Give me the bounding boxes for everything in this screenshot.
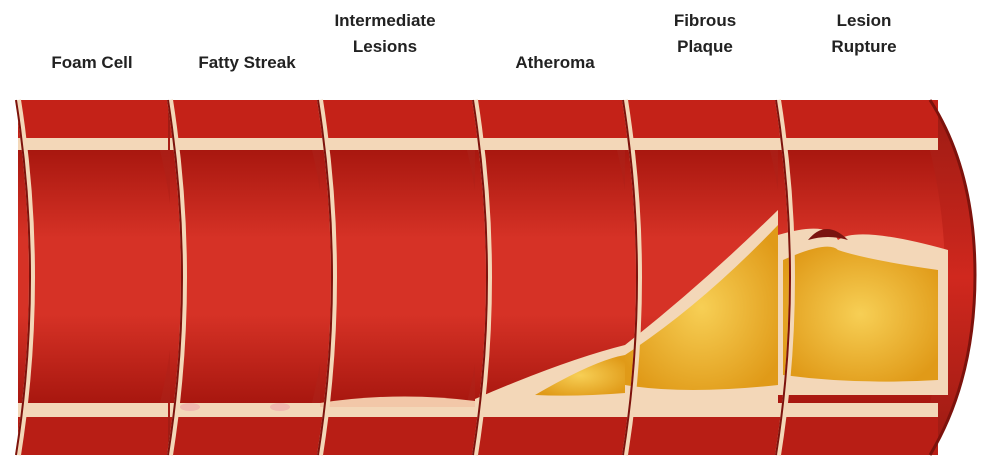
intima-top bbox=[320, 138, 475, 150]
vessel-wall-top bbox=[475, 100, 625, 140]
stage-label-lesion-rupture: LesionRupture bbox=[831, 8, 896, 60]
vessel-lumen bbox=[320, 150, 482, 403]
intima-bottom bbox=[625, 403, 778, 417]
stage-label-line: Rupture bbox=[831, 34, 896, 60]
vessel-wall-bottom bbox=[778, 415, 938, 455]
stage-label-intermediate-lesions: IntermediateLesions bbox=[334, 8, 435, 60]
stage-label-line: Atheroma bbox=[515, 50, 594, 76]
vessel-wall-top bbox=[170, 100, 320, 140]
fatty-streak-spot bbox=[270, 403, 290, 411]
rupture-lipid-core bbox=[783, 247, 938, 382]
vessel-wall-bottom bbox=[475, 415, 625, 455]
fatty-streak-spot bbox=[180, 403, 200, 411]
vessel-lumen bbox=[170, 150, 327, 403]
vessel-wall-bottom bbox=[170, 415, 320, 455]
stage-label-line: Fibrous bbox=[674, 8, 736, 34]
vessel-wall-top bbox=[18, 100, 168, 140]
stage-label-line: Fatty Streak bbox=[198, 50, 295, 76]
intima-top bbox=[18, 138, 168, 150]
intima-bottom bbox=[475, 403, 625, 417]
intima-bottom bbox=[18, 403, 168, 417]
intima-top bbox=[170, 138, 320, 150]
intima-top bbox=[778, 138, 938, 150]
vessel-wall-bottom bbox=[320, 415, 475, 455]
vessel-wall-top bbox=[625, 100, 778, 140]
intima-top bbox=[475, 138, 625, 150]
vessel-wall-bottom bbox=[625, 415, 778, 455]
vessel-wall-bottom bbox=[18, 415, 168, 455]
stage-label-fibrous-plaque: FibrousPlaque bbox=[674, 8, 736, 60]
stage-label-line: Plaque bbox=[674, 34, 736, 60]
stage-label-line: Lesion bbox=[831, 8, 896, 34]
stage-label-line: Intermediate bbox=[334, 8, 435, 34]
vessel-wall-top bbox=[778, 100, 938, 140]
stage-label-line: Foam Cell bbox=[51, 50, 132, 76]
intima-top bbox=[625, 138, 778, 150]
stage-label-atheroma: Atheroma bbox=[515, 50, 594, 76]
intima-bottom bbox=[778, 403, 938, 417]
stage-label-foam-cell: Foam Cell bbox=[51, 50, 132, 76]
stage-label-fatty-streak: Fatty Streak bbox=[198, 50, 295, 76]
vessel-lumen bbox=[18, 150, 175, 403]
stage-label-line: Lesions bbox=[334, 34, 435, 60]
vessel-wall-top bbox=[320, 100, 475, 140]
